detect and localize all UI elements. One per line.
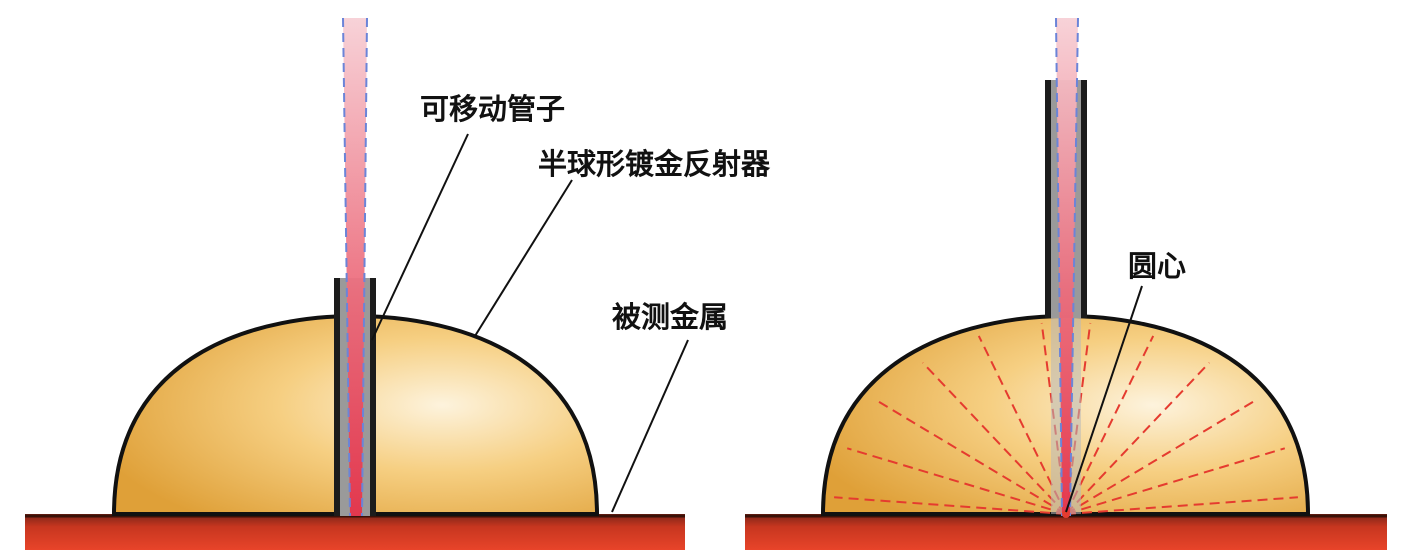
leader-measured-metal (611, 339, 689, 513)
reflected-ray (1065, 447, 1286, 515)
reflected-ray (1065, 496, 1298, 515)
label-movable-tube: 可移动管子 (420, 92, 565, 126)
reflected-ray (846, 447, 1067, 515)
reflected-ray (877, 400, 1067, 515)
leader-hemisphere-reflector (474, 179, 573, 337)
leader-movable-tube (371, 133, 469, 341)
label-hemisphere-reflector: 半球形镀金反射器 (538, 147, 771, 181)
label-sphere-center: 圆心 (1128, 249, 1186, 283)
measured-metal-plate-left (25, 514, 685, 550)
light-beam-left (342, 17, 368, 517)
leader-sphere-center (1065, 285, 1143, 513)
reflected-ray (834, 496, 1067, 515)
sphere-center-point (1062, 510, 1070, 518)
light-beam-right (1055, 17, 1079, 517)
reflected-ray (1065, 362, 1211, 515)
measured-metal-plate-right (745, 514, 1387, 550)
right-diagram: 圆心 (745, 17, 1387, 550)
left-diagram: 可移动管子 半球形镀金反射器 被测金属 (25, 17, 771, 550)
reflected-ray (921, 362, 1067, 515)
reflected-ray (1065, 400, 1255, 515)
label-measured-metal: 被测金属 (612, 300, 728, 334)
